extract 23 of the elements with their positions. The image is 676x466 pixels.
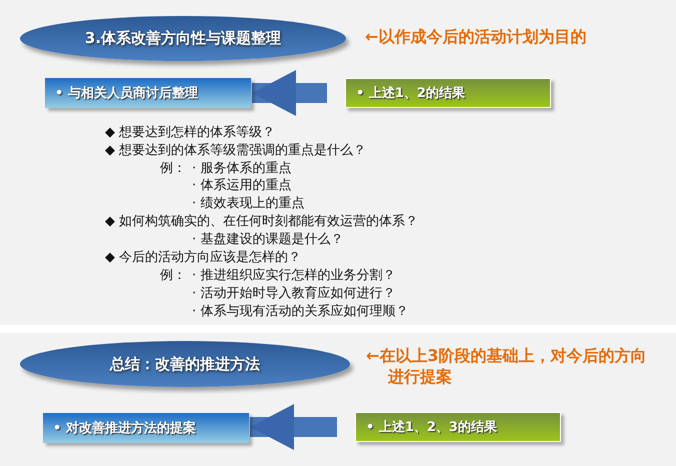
bullet-box: • 上述1、2的结果 — [345, 78, 551, 108]
block-arrow — [250, 404, 337, 450]
bullet-box: • 上述1、2、3的结果 — [355, 412, 561, 442]
block-arrow — [252, 70, 327, 116]
list-item: 例： — [160, 161, 186, 177]
list-item: · 基盘建设的课题是什么？ — [192, 232, 344, 248]
note-text: ←在以上3阶段的基础上，对今后的方向进行提案 — [366, 345, 648, 387]
list-item: · 活动开始时导入教育应如何进行？ — [192, 286, 396, 302]
ellipse-banner: 总结：改善的推进方法 — [20, 341, 350, 387]
list-item: ◆ 如何构筑确实的、在任何时刻都能有效运营的体系？ — [105, 214, 418, 230]
bullet-box: • 对改善推进方法的提案 — [43, 413, 249, 443]
list-item: · 推进组织应实行怎样的业务分割？ — [192, 268, 396, 284]
note-text: ←以作成今后的活动计划为目的 — [365, 26, 588, 47]
list-item: ◆ 今后的活动方向应该是怎样的？ — [105, 250, 302, 266]
ellipse-banner: 3.体系改善方向性与课题整理 — [20, 16, 346, 61]
list-item: · 绩效表现上的重点 — [192, 196, 304, 212]
list-item: 例： — [160, 268, 186, 284]
list-item: · 服务体系的重点 — [192, 161, 292, 177]
list-item: ◆ 想要达到的体系等级需强调的重点是什么？ — [105, 143, 366, 159]
list-item: ◆ 想要达到怎样的体系等级？ — [105, 125, 276, 141]
list-item: · 体系运用的重点 — [192, 178, 292, 194]
list-item: · 体系与现有活动的关系应如何理顺？ — [192, 304, 408, 320]
bullet-box: • 与相关人员商讨后整理 — [45, 78, 251, 108]
